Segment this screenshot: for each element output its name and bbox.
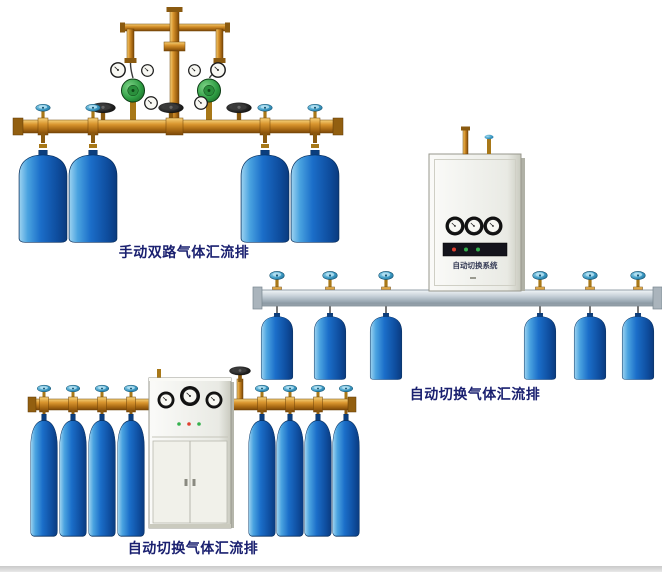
gas-cylinder — [523, 313, 557, 380]
gas-cylinder — [304, 414, 332, 537]
door-handle — [184, 479, 188, 486]
gas-cylinder — [290, 150, 340, 243]
illustration-auto-switch-manifold-bottom — [27, 366, 360, 537]
gas-cylinder — [117, 414, 145, 537]
status-display — [442, 242, 508, 257]
door-handle — [192, 479, 196, 486]
indicator-led — [177, 422, 181, 426]
gas-cylinder — [621, 313, 655, 380]
pressure-gauge — [110, 62, 126, 78]
indicator-led — [187, 422, 191, 426]
gas-cylinder — [313, 313, 347, 380]
caption-auto-switch-right: 自动切换气体汇流排 — [409, 386, 541, 402]
gas-cylinder — [260, 313, 294, 380]
pressure-gauge — [194, 96, 208, 110]
indicator-led — [476, 247, 480, 252]
gas-cylinder — [332, 414, 360, 537]
pressure-gauge — [207, 393, 221, 407]
gas-cylinder — [276, 414, 304, 537]
pressure-gauge — [485, 218, 501, 234]
caption-auto-switch-bottom: 自动切换气体汇流排 — [127, 540, 259, 556]
pressure-gauge — [141, 64, 154, 77]
gas-cylinder — [18, 150, 68, 243]
illustration-auto-switch-manifold-right: 自动切换系统 — [252, 126, 662, 380]
pressure-gauge — [466, 218, 482, 234]
page-bottom-strip — [0, 566, 662, 572]
gas-cylinder — [88, 414, 116, 537]
header-drop-right — [215, 28, 224, 61]
indicator-led — [197, 422, 201, 426]
pressure-gauge — [210, 62, 226, 78]
valve-handwheel — [229, 366, 251, 382]
gas-cylinder — [59, 414, 87, 537]
pressure-gauge — [188, 64, 201, 77]
pressure-gauge — [182, 388, 198, 404]
indicator-led — [464, 247, 468, 252]
pressure-regulator — [120, 78, 146, 103]
illustration-manual-dual-manifold — [12, 7, 344, 243]
pressure-gauge — [447, 218, 463, 234]
cabinet-panel-label: 自动切换系统 — [453, 260, 498, 270]
gas-cylinder — [30, 414, 58, 537]
gas-cylinder — [369, 313, 403, 380]
header-drop-left — [126, 28, 135, 61]
caption-manual-dual-manifold: 手动双路气体汇流排 — [118, 244, 250, 260]
valve-handwheel — [226, 102, 252, 121]
gas-cylinder — [240, 150, 290, 243]
indicator-led — [452, 247, 456, 252]
pressure-gauge — [144, 96, 158, 110]
pressure-gauge — [159, 393, 173, 407]
gas-cylinder — [248, 414, 276, 537]
gas-cylinder — [573, 313, 607, 380]
gas-cylinder — [68, 150, 118, 243]
